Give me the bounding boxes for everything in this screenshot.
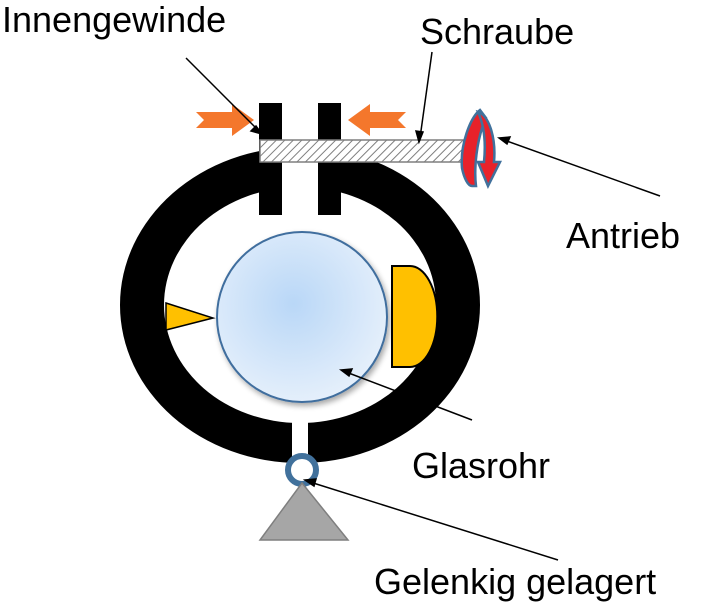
arrow-right-icon (196, 104, 254, 136)
label-antrieb: Antrieb (566, 215, 680, 256)
leader-gelenkig-head (302, 478, 318, 488)
leader-innengewinde (185, 57, 259, 131)
label-schraube: Schraube (420, 11, 574, 52)
label-innengewinde: Innengewinde (2, 0, 226, 40)
right-pressure-pad (391, 265, 439, 368)
rotation-arrow-icon (460, 108, 503, 190)
leader-glasrohr-head (338, 368, 354, 378)
leader-antrieb (503, 139, 661, 197)
leader-gelenkig (309, 481, 559, 561)
glass-tube (216, 231, 388, 403)
label-glasrohr: Glasrohr (412, 445, 550, 486)
label-gelenkig: Gelenkig gelagert (374, 561, 656, 602)
left-v-jaw (165, 301, 216, 331)
slit-gap-upper (282, 103, 318, 143)
screw (259, 139, 473, 163)
arrow-left-icon (348, 104, 406, 136)
leader-schraube (419, 51, 433, 139)
leader-innengewinde-head (249, 124, 264, 136)
triangle-support-icon (258, 481, 350, 541)
leader-schraube-head (414, 130, 425, 145)
leader-antrieb-head (496, 136, 512, 146)
leader-glasrohr (345, 371, 473, 421)
bottom-slit (292, 415, 308, 457)
